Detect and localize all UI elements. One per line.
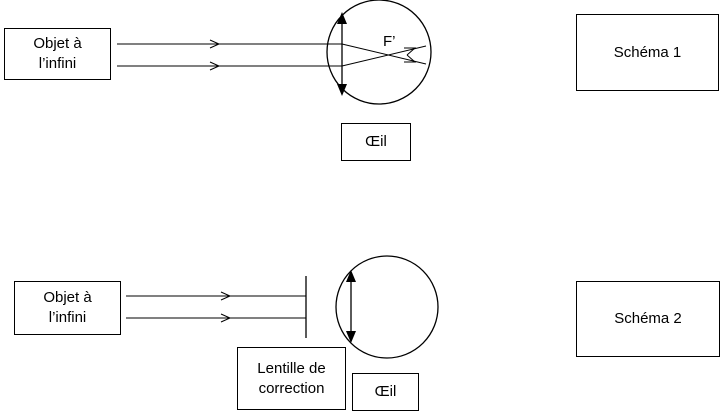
- diagram-1: [117, 0, 432, 105]
- incoming-ray-2-top: [126, 291, 306, 301]
- object-box-1: Objet à l’infini: [4, 28, 111, 80]
- refracted-ray-1-top: [341, 43, 427, 65]
- scheme-2-label-box: Schéma 2: [576, 281, 720, 357]
- incoming-ray-1-top: [117, 39, 342, 49]
- scheme-1-label-box: Schéma 1: [576, 14, 719, 91]
- correction-lens-label-box: Lentille de correction: [237, 347, 346, 410]
- eye-1-lens: [337, 12, 347, 96]
- diagram-2: [126, 255, 439, 359]
- eye-2-circle: [335, 255, 439, 359]
- eye-2-lens: [346, 270, 356, 343]
- incoming-ray-2-bottom: [126, 313, 306, 323]
- object-box-2: Objet à l’infini: [14, 281, 121, 335]
- eye-2-label-box: Œil: [352, 373, 419, 411]
- eye-1-label-box: Œil: [341, 123, 411, 161]
- focal-point-label: F’: [383, 33, 396, 50]
- incoming-ray-1-bottom: [117, 61, 342, 71]
- refracted-ray-1-bottom: [341, 45, 427, 67]
- eye-1-circle: [326, 0, 432, 105]
